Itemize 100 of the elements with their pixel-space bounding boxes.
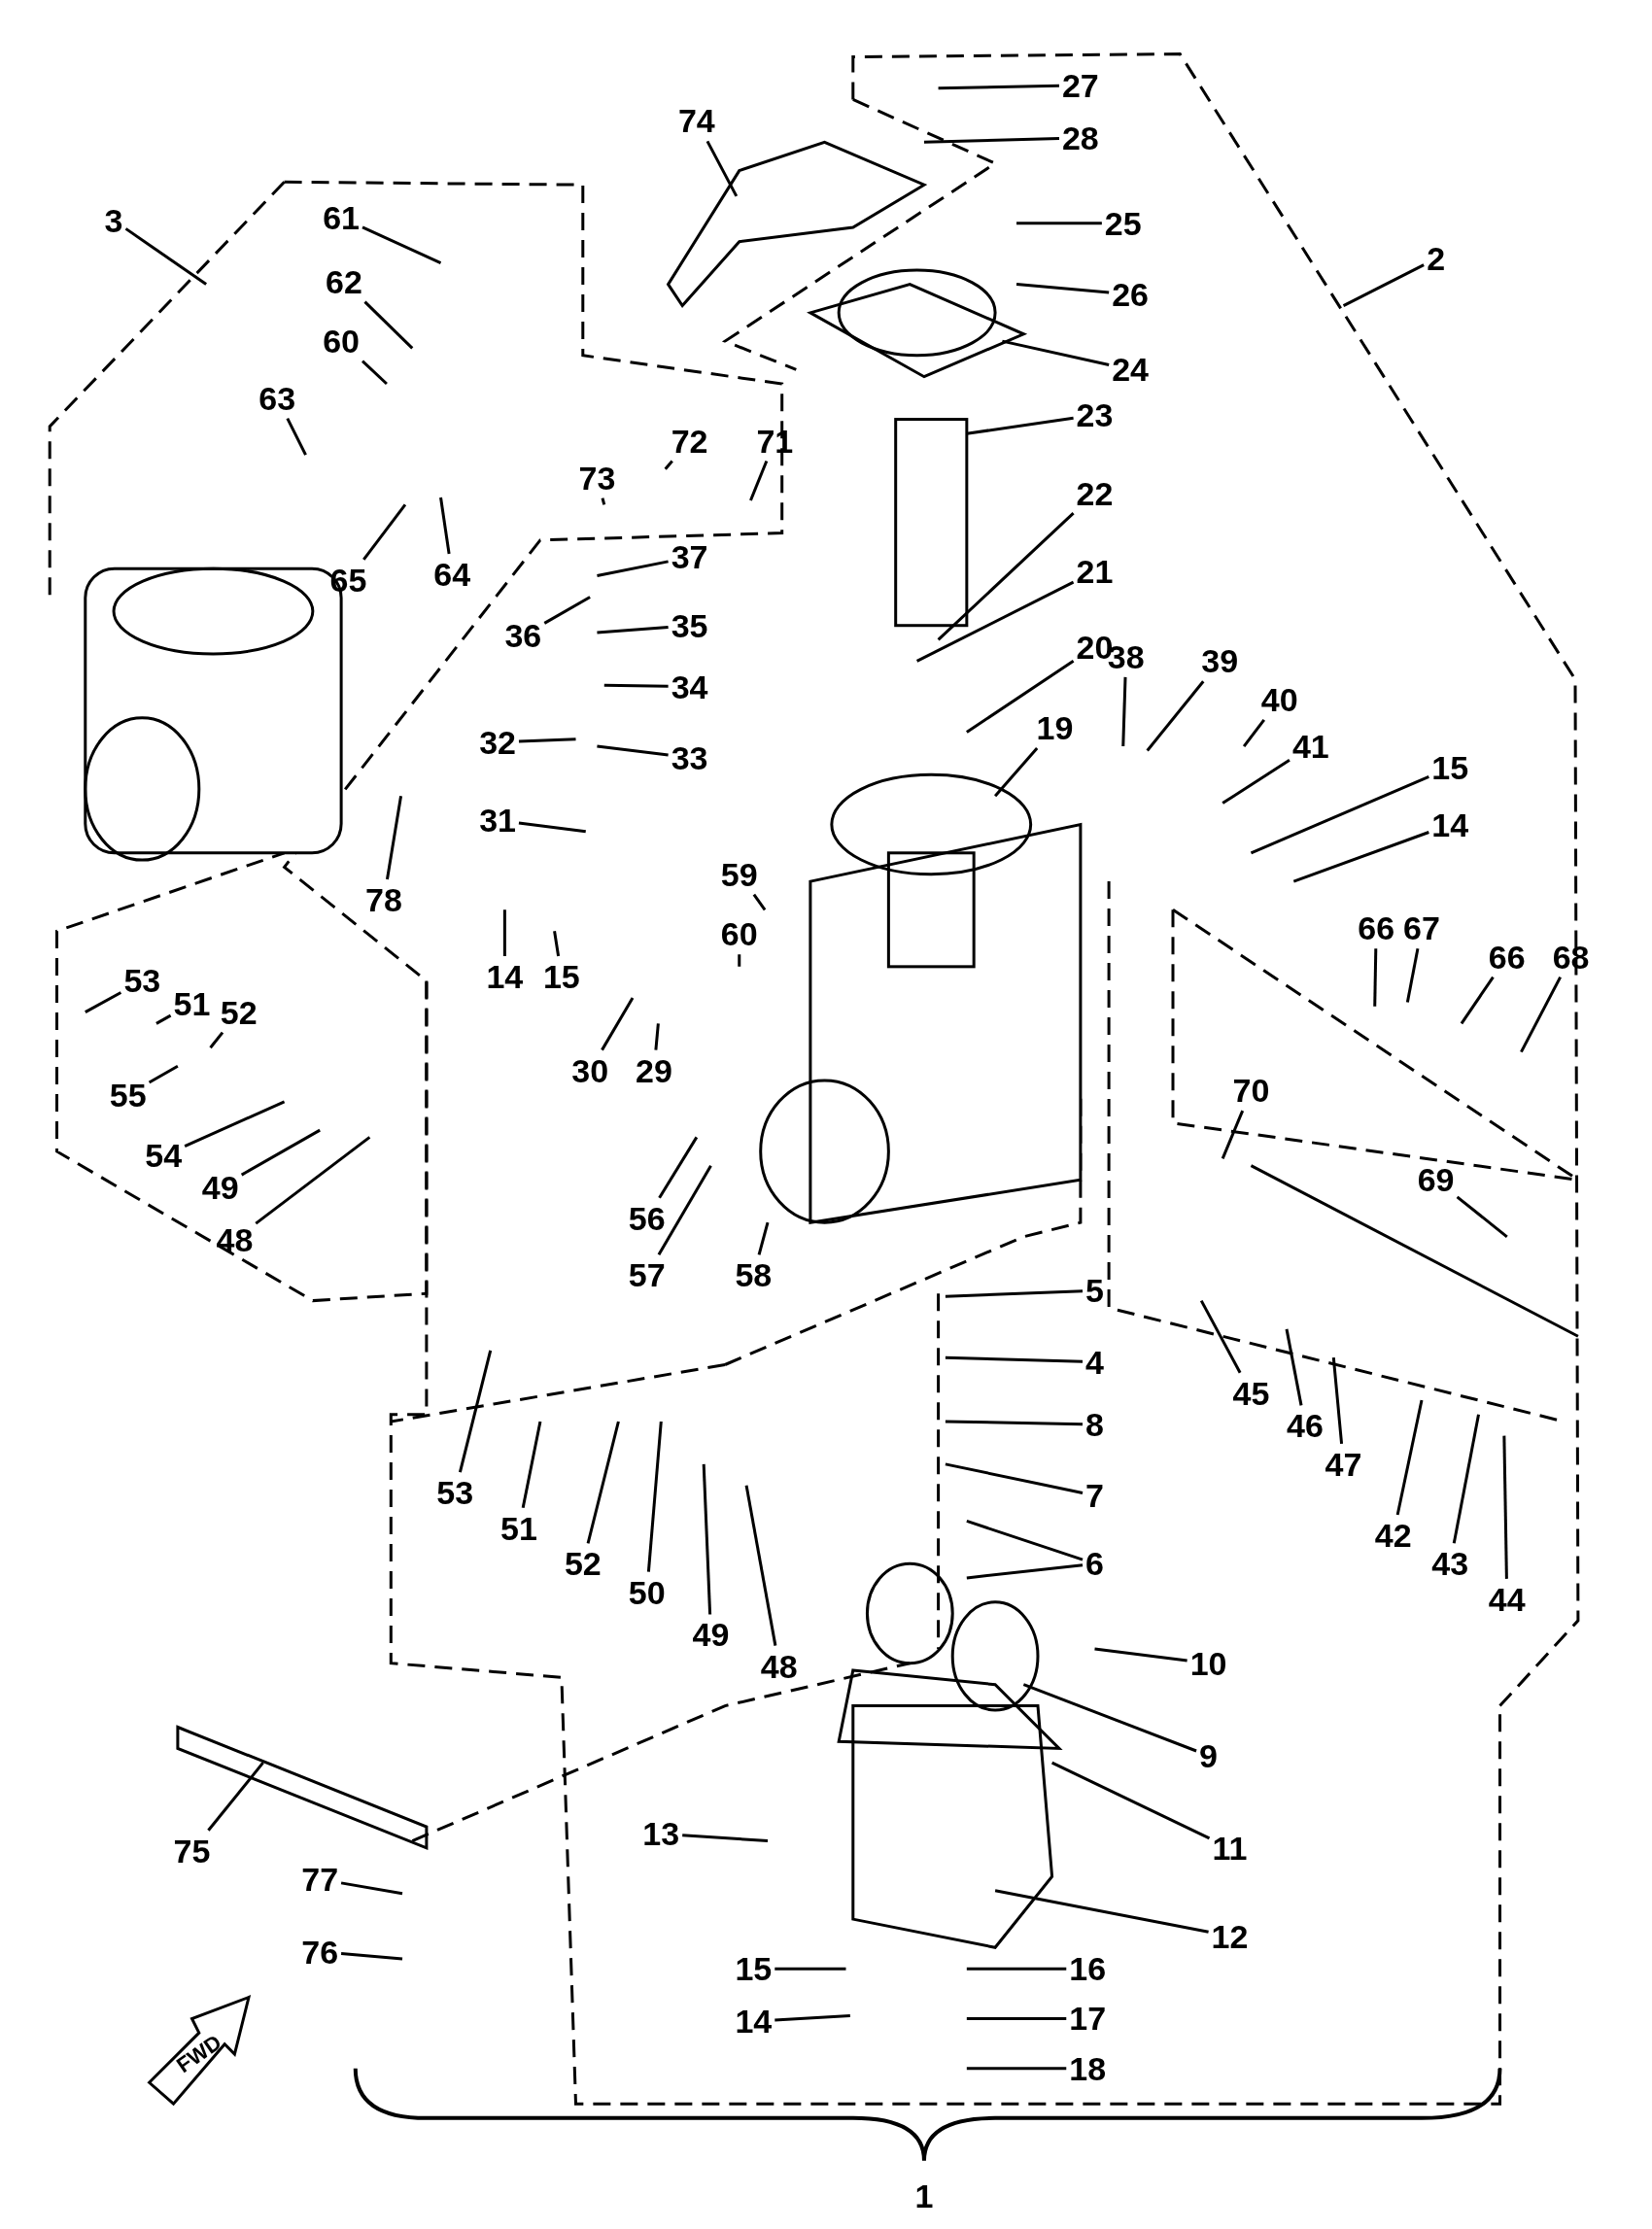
leader-line bbox=[664, 460, 673, 470]
callout-number: 36 bbox=[504, 617, 542, 653]
callout-number: 73 bbox=[578, 460, 616, 496]
callout-number: 56 bbox=[628, 1200, 666, 1236]
leader-line bbox=[1292, 831, 1429, 883]
callout-number: 54 bbox=[145, 1138, 183, 1174]
callout-number: 12 bbox=[1211, 1918, 1249, 1954]
callout-number: 58 bbox=[735, 1257, 773, 1293]
leader-line bbox=[1395, 1399, 1424, 1516]
callout-number: 49 bbox=[692, 1617, 730, 1653]
leader-line bbox=[646, 1421, 663, 1572]
leader-line bbox=[543, 596, 591, 625]
leader-line bbox=[682, 1834, 769, 1843]
leader-line bbox=[255, 1136, 371, 1225]
leader-line bbox=[945, 1420, 1084, 1426]
leader-line bbox=[774, 1967, 846, 1971]
callout-number: 66 bbox=[1488, 939, 1526, 975]
callout-number: 34 bbox=[671, 669, 708, 704]
callout-number: 15 bbox=[735, 1951, 773, 1987]
leader-line bbox=[361, 360, 388, 386]
leader-line bbox=[1405, 948, 1420, 1003]
leader-line bbox=[155, 1013, 172, 1025]
leader-line bbox=[1250, 775, 1429, 855]
leader-line bbox=[966, 2067, 1067, 2071]
leader-line bbox=[738, 954, 741, 967]
leader-line bbox=[502, 909, 506, 957]
assembly-number: 1 bbox=[914, 2178, 934, 2214]
callout-number: 48 bbox=[760, 1648, 798, 1684]
callout-number: 63 bbox=[258, 380, 296, 416]
leader-line bbox=[1456, 1195, 1508, 1238]
callout-number: 16 bbox=[1069, 1951, 1107, 1987]
leader-line bbox=[601, 497, 606, 505]
callout-number: 5 bbox=[1085, 1273, 1104, 1309]
leader-line bbox=[586, 1421, 620, 1544]
leader-line bbox=[937, 512, 1075, 641]
callout-number: 48 bbox=[216, 1221, 254, 1257]
callout-number: 72 bbox=[671, 423, 708, 459]
callout-number: 39 bbox=[1201, 643, 1239, 679]
callout-number: 30 bbox=[571, 1052, 609, 1088]
callout-number: 25 bbox=[1104, 205, 1142, 241]
leader-line bbox=[363, 300, 414, 350]
callout-number: 18 bbox=[1069, 2050, 1107, 2086]
leader-line bbox=[361, 225, 442, 264]
callout-number: 50 bbox=[628, 1574, 666, 1610]
callout-number: 53 bbox=[436, 1475, 474, 1511]
leader-line bbox=[597, 560, 669, 577]
leader-line bbox=[601, 997, 635, 1051]
leader-line bbox=[439, 497, 451, 555]
leader-line bbox=[85, 991, 122, 1013]
callout-number: 55 bbox=[109, 1077, 147, 1113]
callout-number: 14 bbox=[1431, 806, 1469, 842]
leader-line bbox=[915, 580, 1075, 663]
callout-number: 14 bbox=[486, 959, 524, 995]
leader-line bbox=[966, 660, 1075, 734]
callout-number: 14 bbox=[735, 2004, 773, 2040]
leader-line bbox=[521, 1421, 542, 1508]
leader-line bbox=[209, 1031, 224, 1049]
leader-line bbox=[993, 747, 1039, 798]
callout-number: 69 bbox=[1417, 1162, 1455, 1198]
leader-line bbox=[340, 1881, 403, 1896]
callout-number: 53 bbox=[123, 963, 161, 999]
callout-number: 44 bbox=[1488, 1581, 1526, 1617]
leader-line bbox=[553, 931, 561, 957]
leader-line bbox=[1015, 283, 1110, 294]
leader-line bbox=[657, 1164, 712, 1256]
callout-number: 61 bbox=[323, 199, 360, 235]
callout-number: 23 bbox=[1076, 397, 1114, 433]
leader-line bbox=[240, 1128, 321, 1177]
leader-line bbox=[597, 625, 669, 634]
callout-number: 62 bbox=[326, 263, 362, 299]
callout-number: 3 bbox=[104, 202, 123, 238]
leader-line bbox=[966, 1520, 1084, 1561]
leader-line bbox=[938, 84, 1059, 90]
leader-line bbox=[1146, 680, 1205, 752]
leader-line bbox=[286, 417, 307, 456]
leader-line bbox=[966, 416, 1074, 435]
callout-number: 22 bbox=[1076, 475, 1114, 511]
callout-number: 26 bbox=[1112, 276, 1149, 312]
leader-line bbox=[1094, 1647, 1187, 1663]
callout-number: 51 bbox=[500, 1510, 537, 1546]
callout-number: 4 bbox=[1085, 1344, 1104, 1380]
leader-line bbox=[752, 893, 767, 911]
leader-line bbox=[207, 1762, 264, 1832]
leader-line bbox=[945, 1462, 1084, 1494]
leader-line bbox=[458, 1350, 493, 1473]
leader-line bbox=[362, 503, 407, 561]
leader-line bbox=[749, 460, 769, 501]
callout-number: 67 bbox=[1403, 910, 1440, 946]
leader-line bbox=[966, 1967, 1067, 1971]
leader-line bbox=[744, 1485, 777, 1646]
callout-number: 57 bbox=[628, 1257, 666, 1293]
callout-number: 32 bbox=[479, 724, 516, 760]
leader-line bbox=[1002, 339, 1110, 366]
leader-line bbox=[124, 227, 207, 286]
callout-number: 15 bbox=[542, 959, 580, 995]
leader-line bbox=[597, 744, 669, 757]
callout-number: 40 bbox=[1260, 681, 1298, 717]
callout-number: 10 bbox=[1189, 1645, 1227, 1681]
callout-number: 41 bbox=[1291, 729, 1329, 765]
leader-line bbox=[706, 140, 739, 197]
